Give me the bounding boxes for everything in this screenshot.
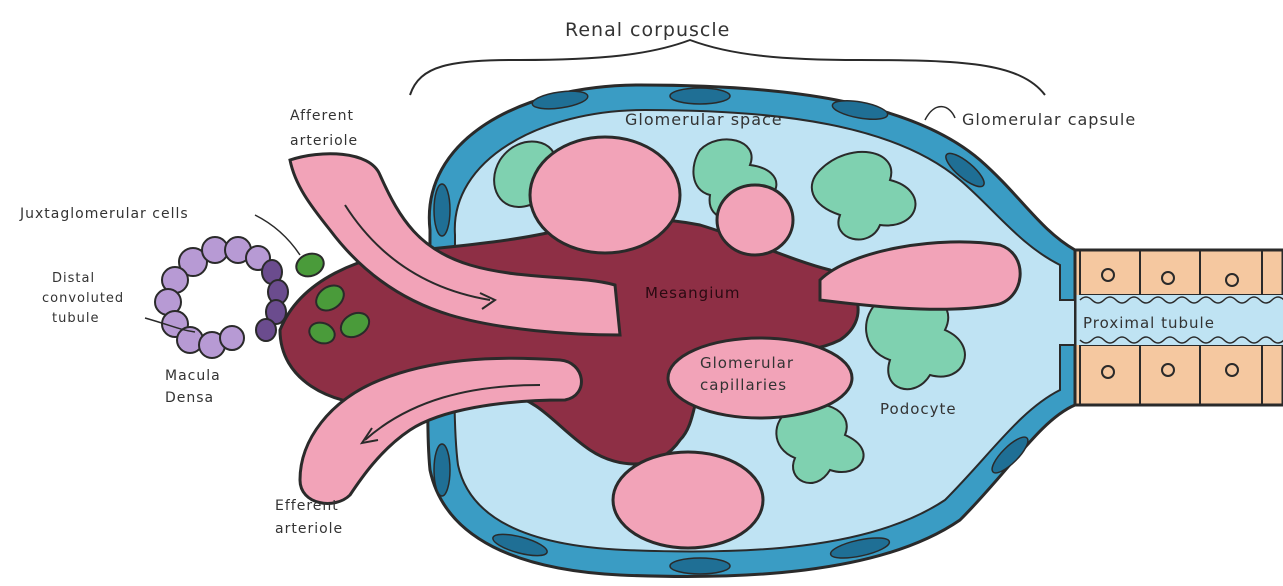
label-mesangium: Mesangium (645, 284, 741, 302)
label-macula-densa-1: Macula (165, 368, 221, 384)
distal-convoluted-tubule (155, 237, 270, 358)
label-glomerular-space: Glomerular space (625, 110, 783, 129)
label-glomerular-capsule: Glomerular capsule (962, 110, 1136, 129)
label-macula-densa-2: Densa (165, 390, 214, 406)
label-proximal-tubule: Proximal tubule (1083, 314, 1215, 332)
label-distal-2: convoluted (42, 291, 124, 306)
label-afferent-arteriole-2: arteriole (290, 133, 358, 149)
label-efferent-arteriole-2: arteriole (275, 521, 343, 537)
label-afferent-arteriole-1: Afferent (290, 108, 354, 124)
label-renal-corpuscle: Renal corpuscle (565, 19, 730, 41)
label-glomerular-capillaries-2: capillaries (700, 376, 787, 394)
label-efferent-arteriole-1: Efferent (275, 498, 339, 514)
label-distal-1: Distal (52, 271, 95, 286)
label-podocyte: Podocyte (880, 400, 957, 418)
label-glomerular-capillaries-1: Glomerular (700, 354, 794, 372)
label-distal-3: tubule (52, 311, 99, 326)
label-juxtaglomerular-cells: Juxtaglomerular cells (19, 206, 189, 222)
